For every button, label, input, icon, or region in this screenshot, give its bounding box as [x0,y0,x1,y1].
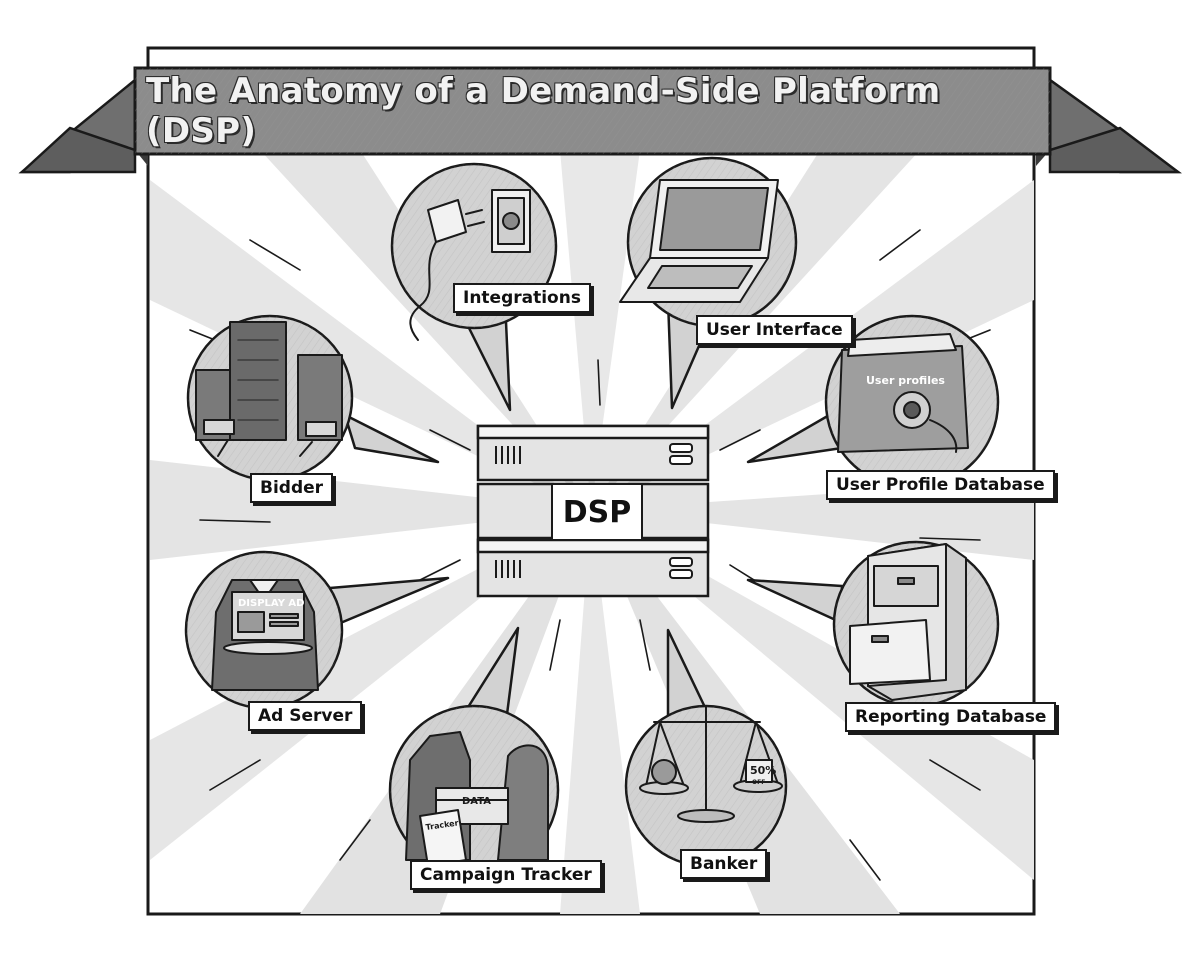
campaign-tracker-label: Campaign Tracker [410,860,602,890]
diagram-title: The Anatomy of a Demand-Side Platform (D… [146,71,941,151]
ad-server-label: Ad Server [248,701,363,731]
data-text: DATA [462,796,491,807]
clipboard-data-box-icon [405,731,549,867]
discount-text: 50% [750,764,776,777]
user-interface-label: User Interface [696,315,853,345]
user-profiles-text: User profiles [866,374,945,387]
dsp-center-label: DSP [551,483,643,541]
user-profile-database-label: User Profile Database [826,470,1055,500]
folder-safe-dial-icon [837,333,969,453]
banker-label: Banker [680,849,768,879]
reporting-database-label: Reporting Database [845,702,1057,732]
waiter-serving-display-ad-icon [211,579,319,691]
off-text: OFF [752,779,765,786]
bidder-label: Bidder [250,473,334,503]
server-tower-gavel-icon [195,321,343,457]
title-banner [18,66,1182,174]
display-ad-text: DISPLAY AD [238,598,304,609]
laptop-icon [619,179,779,303]
integrations-label: Integrations [453,283,591,313]
balance-scale-icon [639,705,783,823]
filing-cabinet-icon [849,543,967,701]
plug-outlet-icon [409,189,531,341]
